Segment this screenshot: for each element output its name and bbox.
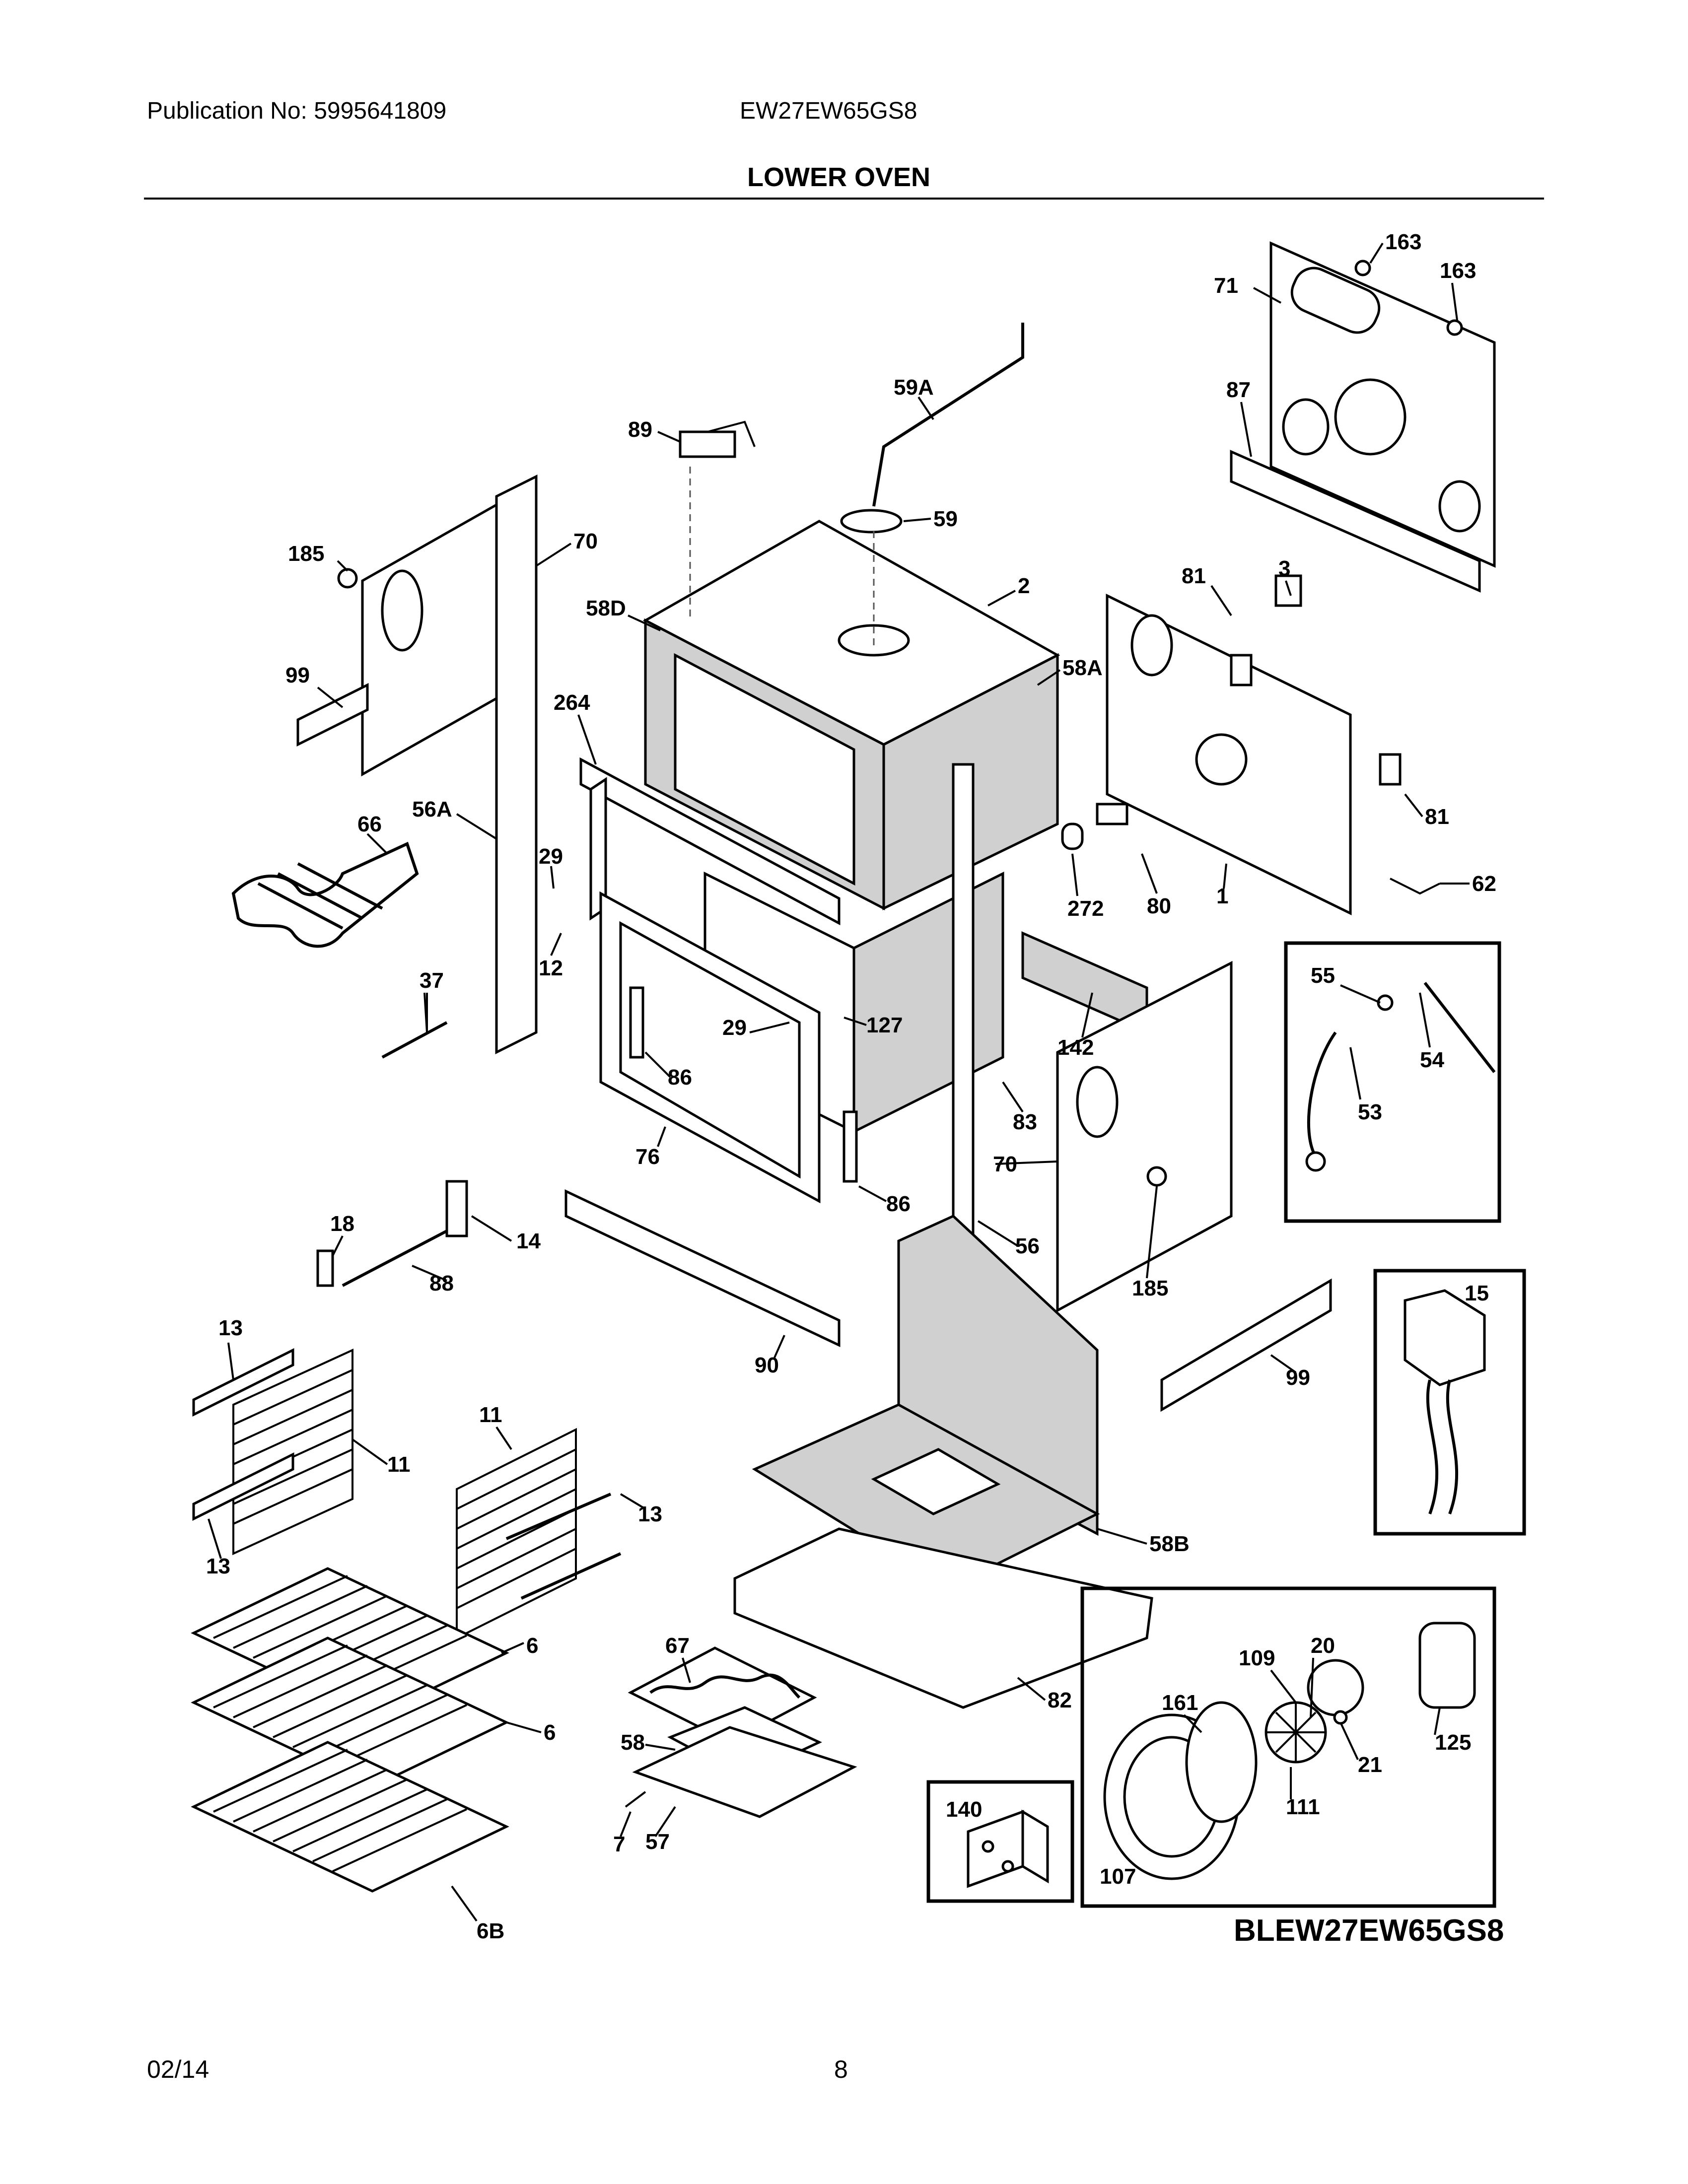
callout-14: 14 <box>516 1229 541 1253</box>
sensor-53-55 <box>1305 982 1496 1172</box>
bottom-panel-82 <box>733 1527 1153 1709</box>
callout-264: 264 <box>554 690 590 715</box>
leader-lines <box>208 242 1470 1922</box>
callout-140: 140 <box>946 1797 982 1822</box>
rack-support-center <box>456 1428 622 1640</box>
callout-89: 89 <box>628 417 652 442</box>
bottom-shield-58B <box>752 1215 1100 1590</box>
inset-box-convection-fan <box>1080 1586 1496 1908</box>
callout-3: 3 <box>1278 556 1290 581</box>
inset-box-control <box>1373 1269 1526 1536</box>
broil-element-67 <box>625 1646 857 1818</box>
callout-6B: 6B <box>477 1919 504 1943</box>
header-rule <box>144 198 1544 200</box>
callout-37: 37 <box>420 968 444 993</box>
callout-185-a: 185 <box>288 542 324 566</box>
callout-58: 58 <box>621 1730 645 1755</box>
callout-81-a: 81 <box>1182 564 1206 588</box>
callout-6-b: 6 <box>544 1720 556 1745</box>
callout-59A: 59A <box>894 375 934 400</box>
callout-66: 66 <box>357 812 382 836</box>
callout-56: 56 <box>1015 1234 1040 1258</box>
callout-86-a: 86 <box>668 1065 692 1090</box>
callout-1: 1 <box>1216 884 1228 908</box>
callout-67: 67 <box>665 1634 690 1658</box>
callout-18: 18 <box>330 1212 354 1236</box>
hinge-parts <box>316 1180 468 1287</box>
back-panel-71 <box>1230 241 1496 593</box>
callout-58B: 58B <box>1149 1532 1190 1556</box>
callout-107: 107 <box>1100 1864 1136 1889</box>
callout-11-b: 11 <box>387 1452 411 1477</box>
footer-date: 02/14 <box>147 2055 210 2083</box>
control-15 <box>1404 1289 1486 1515</box>
callout-55: 55 <box>1311 963 1335 988</box>
callout-86-b: 86 <box>886 1192 911 1216</box>
callout-20: 20 <box>1311 1634 1335 1658</box>
callout-13-a: 13 <box>218 1316 243 1340</box>
callout-125: 125 <box>1435 1730 1471 1755</box>
callout-142: 142 <box>1057 1035 1094 1060</box>
bake-element-66 <box>231 841 419 948</box>
callout-59: 59 <box>933 507 958 531</box>
callout-54: 54 <box>1420 1048 1444 1072</box>
convection-fan <box>1103 1622 1476 1880</box>
model-number: EW27EW65GS8 <box>740 98 917 124</box>
callout-29-a: 29 <box>539 844 563 869</box>
callout-15: 15 <box>1465 1281 1489 1305</box>
callout-87: 87 <box>1226 378 1251 402</box>
callout-11-a: 11 <box>479 1403 502 1427</box>
callout-12: 12 <box>539 956 563 980</box>
rear-wall-1 <box>1061 574 1440 916</box>
callout-labels: 163 163 71 87 59A 89 59 185 70 58D 2 81 … <box>206 230 1504 1948</box>
oven-racks <box>191 1567 509 1893</box>
diagram-code: BLEW27EW65GS8 <box>1234 1913 1504 1948</box>
vent-tube-59A <box>840 323 1024 534</box>
publication-number: Publication No: 5995641809 <box>147 98 447 124</box>
callout-2: 2 <box>1018 574 1030 598</box>
callout-13-c: 13 <box>206 1554 230 1578</box>
callout-56A: 56A <box>412 797 452 821</box>
callout-53: 53 <box>1358 1100 1382 1124</box>
page-title: LOWER OVEN <box>747 162 931 192</box>
inset-box-sensor <box>1284 941 1501 1223</box>
side-panel-right-70 <box>1056 960 1233 1313</box>
inset-box-bracket <box>926 1780 1074 1903</box>
rack-support-left <box>192 1348 353 1556</box>
callout-109: 109 <box>1239 1646 1275 1670</box>
callout-80: 80 <box>1147 894 1171 918</box>
trim-90 <box>564 1189 841 1347</box>
callout-127: 127 <box>866 1013 903 1037</box>
callout-58D: 58D <box>586 596 626 620</box>
callout-163-b: 163 <box>1440 259 1476 283</box>
callout-99-b: 99 <box>1286 1365 1310 1390</box>
callout-163-a: 163 <box>1385 230 1421 254</box>
bracket-140 <box>967 1809 1049 1888</box>
page-number: 8 <box>834 2055 848 2083</box>
callout-82: 82 <box>1048 1688 1072 1712</box>
callout-58A: 58A <box>1062 656 1103 680</box>
rail-99 <box>1160 1278 1332 1412</box>
callout-6-a: 6 <box>526 1634 538 1658</box>
callout-70-a: 70 <box>573 529 598 553</box>
sensor-37 <box>381 993 448 1059</box>
callout-272: 272 <box>1067 896 1104 921</box>
bracket-89 <box>679 420 756 458</box>
callout-76: 76 <box>635 1145 660 1169</box>
callout-185-b: 185 <box>1132 1276 1168 1300</box>
callout-7: 7 <box>613 1832 625 1856</box>
callout-81-b: 81 <box>1425 805 1449 829</box>
callout-21: 21 <box>1358 1753 1382 1777</box>
door-frame-76 <box>599 891 858 1204</box>
callout-83: 83 <box>1013 1110 1037 1134</box>
callout-29-b: 29 <box>722 1016 747 1040</box>
callout-71: 71 <box>1214 273 1238 298</box>
side-panel-left-70 <box>296 474 538 1055</box>
callout-99-a: 99 <box>285 663 310 687</box>
callout-161: 161 <box>1162 1691 1198 1715</box>
callout-62: 62 <box>1472 872 1496 896</box>
